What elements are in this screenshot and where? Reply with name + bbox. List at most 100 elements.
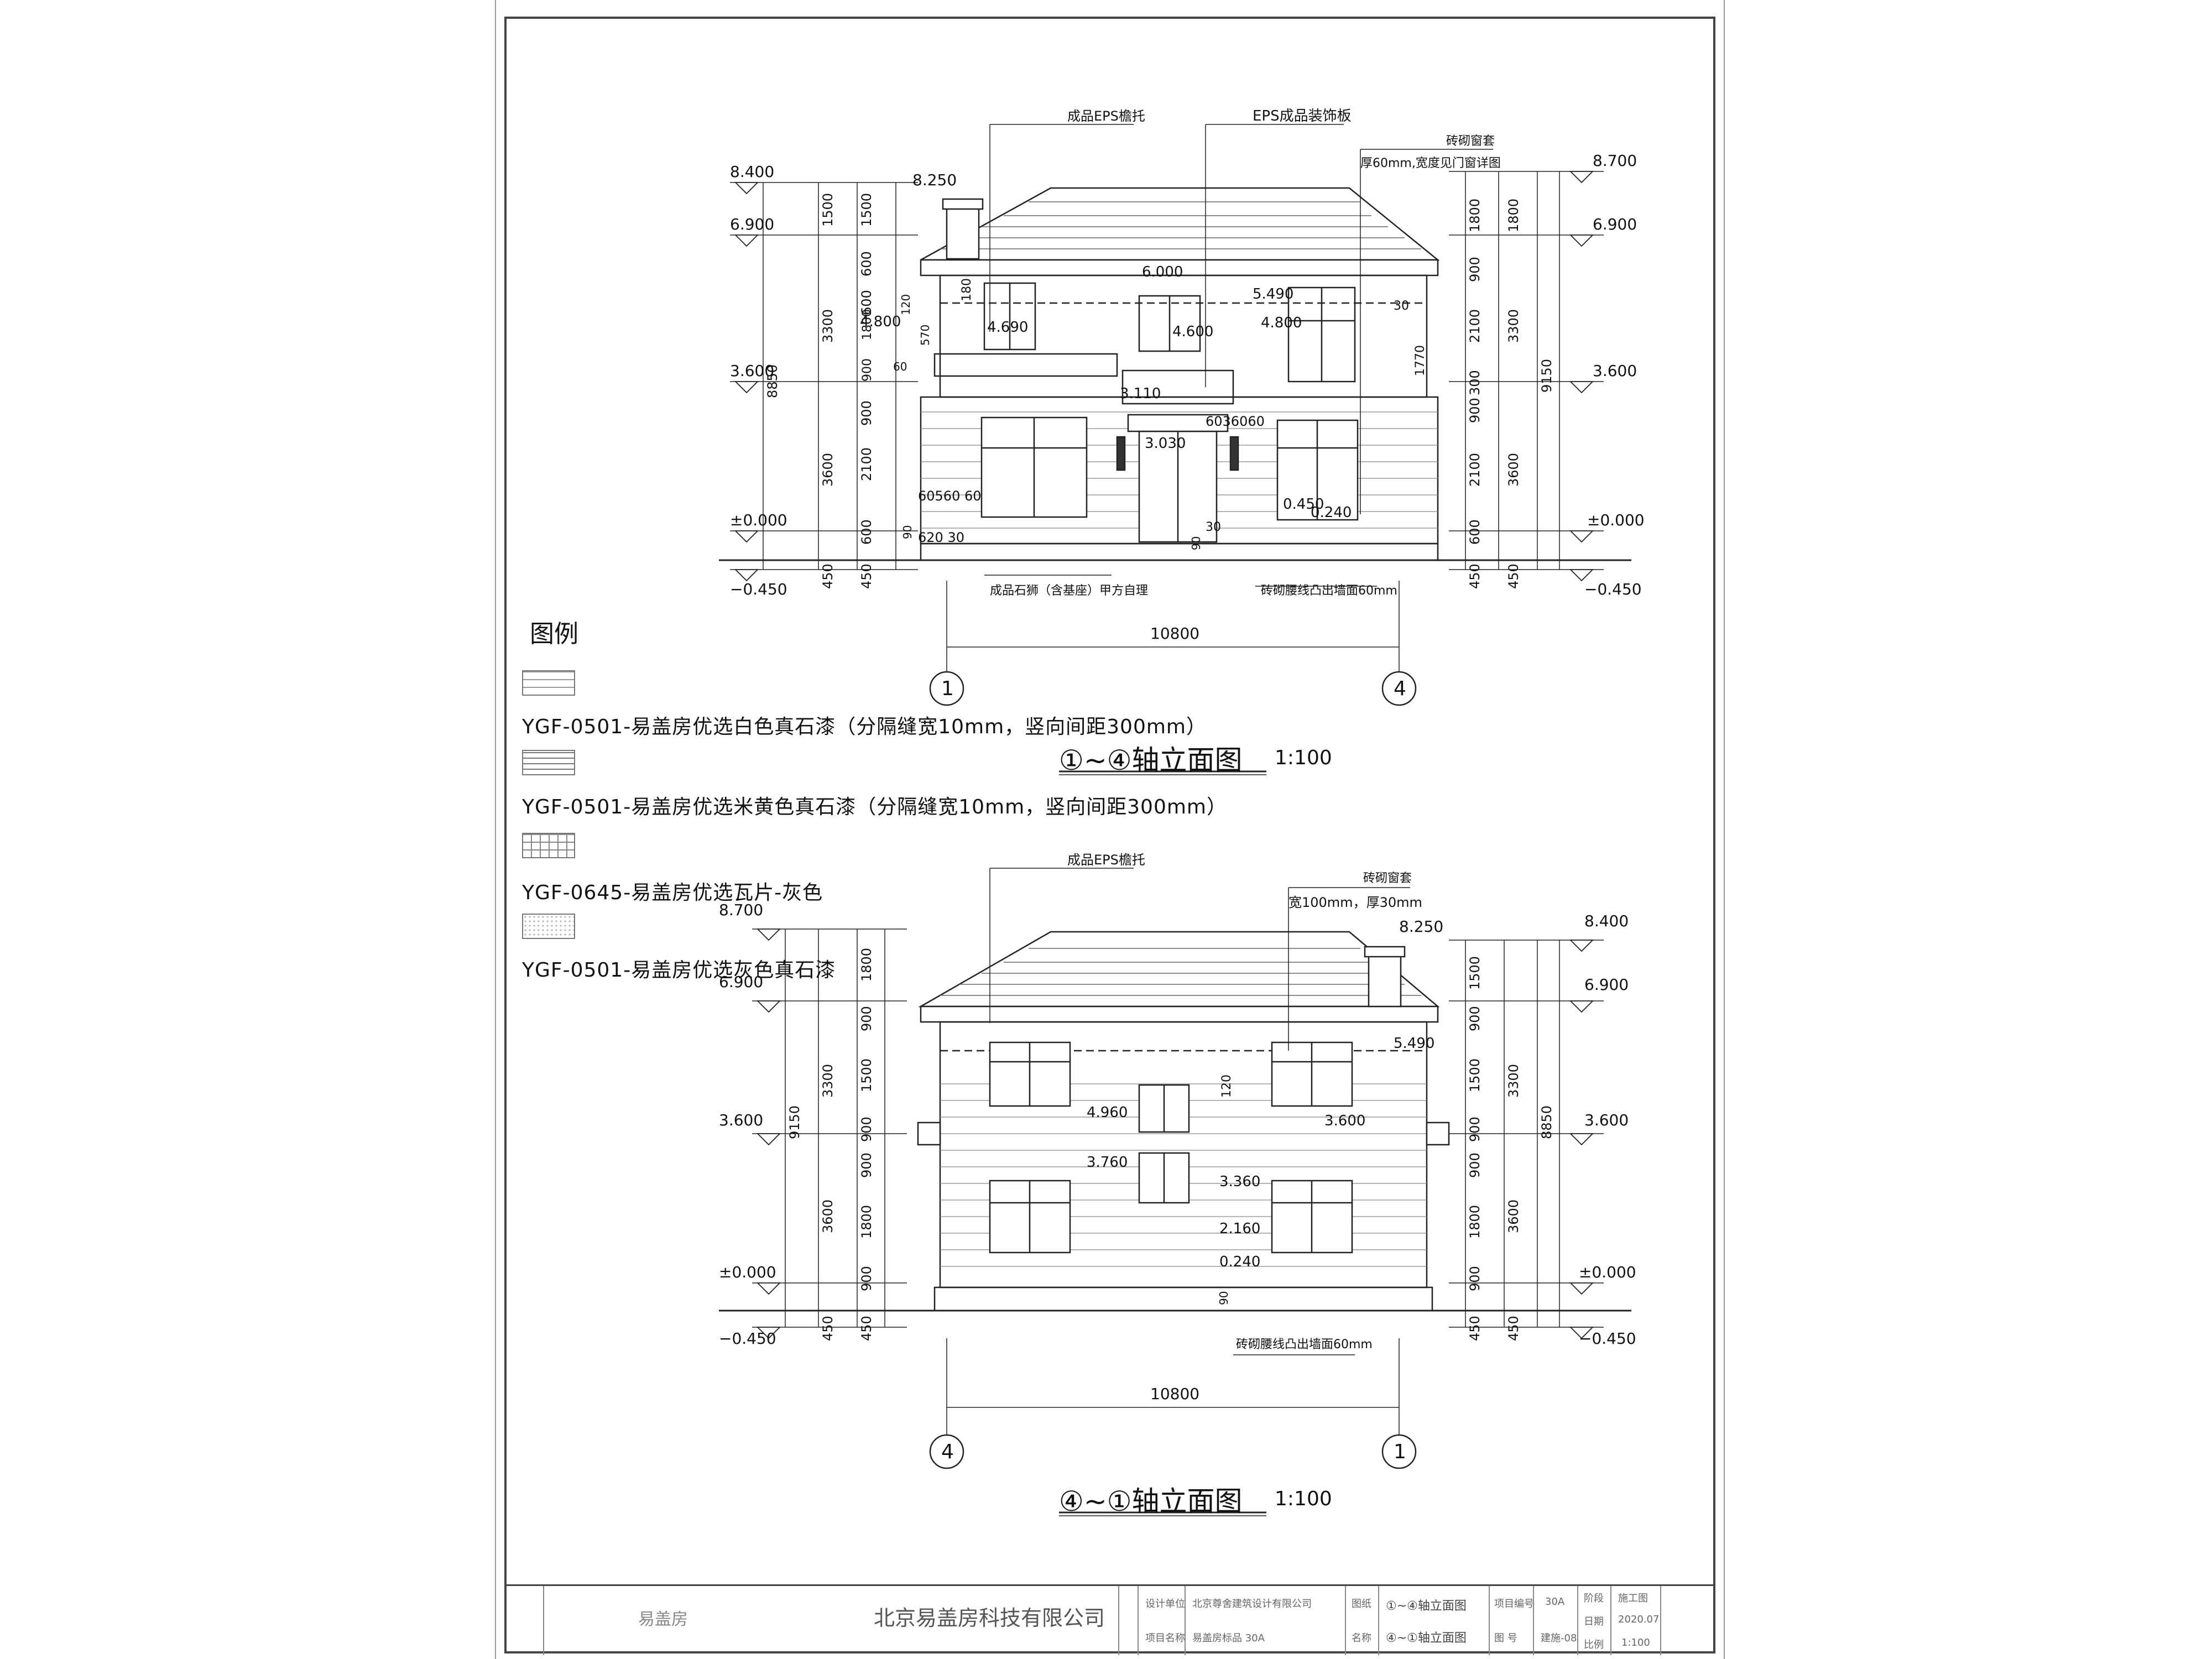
drawing-frame <box>504 17 1715 1653</box>
top-level-markers <box>734 171 1594 582</box>
bottom-overall-width: 10800 <box>1150 1385 1199 1403</box>
top-label-12: 570 <box>919 325 932 346</box>
tb-design-unit: 北京尊舍建筑设计有限公司 <box>1192 1598 1312 1610</box>
tb-date: 2020.07 <box>1618 1614 1660 1625</box>
top-label-16: 60560 60 <box>918 488 982 504</box>
bottom-view-title: ④~①轴立面图 <box>1059 1485 1243 1517</box>
bottom-dim-left-inner-3: 900 <box>859 1117 874 1142</box>
bottom-callout-leader-trim <box>1288 887 1410 1051</box>
top-dim-right-outer-0: 9150 <box>1539 359 1554 393</box>
top-callout-leader-eps-panel <box>1205 124 1344 387</box>
top-axis-right-label: 4 <box>1394 677 1406 700</box>
bottom-level-left-2: 3.600 <box>719 1111 763 1129</box>
top-label-13: 30 <box>1394 299 1409 313</box>
bottom-dim-right-mid-2: 450 <box>1506 1316 1521 1341</box>
top-axis-left-label: 1 <box>941 677 954 700</box>
top-label-18: 6036060 <box>1206 414 1265 429</box>
top-level-left-3: ±0.000 <box>730 511 787 529</box>
bottom-dim-left-mid-0: 3300 <box>820 1064 836 1098</box>
tb-sheet-label: 图 号 <box>1494 1632 1517 1644</box>
bottom-label-4: 3.360 <box>1219 1173 1260 1190</box>
bottom-dim-right-inner-1: 900 <box>1467 1006 1483 1031</box>
bottom-level-left-3: ±0.000 <box>719 1263 776 1281</box>
bottom-dim-left-inner-5: 1800 <box>859 1205 874 1239</box>
legend-title: 图例 <box>530 620 578 648</box>
top-label-2: 4.690 <box>987 319 1028 336</box>
top-eave <box>920 259 1439 276</box>
bottom-dim-right-mid-0: 3300 <box>1506 1064 1521 1098</box>
bottom-callout-belt: 砖砌腰线凸出墙面60mm <box>1236 1338 1373 1352</box>
bottom-axis-right-label: 1 <box>1394 1441 1406 1463</box>
top-view-scale: 1:100 <box>1275 747 1332 769</box>
bottom-label-0: 5.490 <box>1394 1035 1434 1052</box>
bottom-dim-left-inner-1: 900 <box>859 1006 874 1031</box>
bottom-callout-trim-note: 宽100mm，厚30mm <box>1288 895 1422 910</box>
bottom-label-5: 2.160 <box>1219 1220 1260 1237</box>
bottom-roof-tiles <box>940 948 1421 996</box>
top-plinth <box>920 542 1439 561</box>
sheet-outer-border <box>495 0 1725 1659</box>
bottom-label-7: 120 <box>1220 1074 1234 1098</box>
bottom-level-right-1: 6.900 <box>1584 975 1629 994</box>
top-dim-right-inner-4: 900 <box>1467 398 1483 423</box>
top-level-left-1: 6.900 <box>730 215 774 233</box>
top-dim-left-inner-6: 2100 <box>859 447 874 481</box>
top-dim-left-inner-4: 900 <box>860 358 874 382</box>
legend-swatch-roof-tile <box>522 833 575 858</box>
tb-project-label: 项目名称 <box>1145 1632 1185 1644</box>
bottom-level-markers <box>756 928 1594 1339</box>
top-dim-left-inner-5: 900 <box>859 400 874 426</box>
top-callout-leader-trim <box>1360 149 1493 514</box>
top-dim-right-inner-0: 1800 <box>1467 199 1483 232</box>
top-chimney <box>946 202 980 260</box>
bottom-dim-left-inner-7: 450 <box>859 1316 874 1341</box>
bottom-dim-right-inner-0: 1500 <box>1467 956 1483 990</box>
bottom-callout-eps-cornice: 成品EPS檐托 <box>1067 852 1145 868</box>
top-label-21: 90 <box>1190 536 1203 550</box>
top-callout-trim-note: 厚60mm,宽度见门窗详图 <box>1360 156 1501 170</box>
top-label-11: 120 <box>899 294 912 315</box>
top-label-7: 3.030 <box>1145 435 1186 452</box>
bottom-callout-trim: 砖砌窗套 <box>1363 872 1412 885</box>
tb-sheet-no: 建施-08 <box>1541 1632 1577 1644</box>
top-lamp-left <box>1116 436 1126 471</box>
bottom-axis-bubble-left <box>929 1434 964 1469</box>
bottom-chimney-level: 8.250 <box>1399 917 1443 936</box>
top-label-17: 620 30 <box>918 530 964 545</box>
top-label-4: 4.800 <box>860 314 901 330</box>
tb-project-no: 30A <box>1545 1596 1565 1608</box>
top-lamp-right <box>1229 436 1239 471</box>
tb-scale: 1:100 <box>1621 1637 1650 1648</box>
top-dim-right-inner-7: 450 <box>1467 564 1483 589</box>
top-label-20: 30 <box>1206 520 1221 534</box>
bottom-dim-left-inner-6: 900 <box>859 1266 874 1291</box>
top-dim-left-inner-2: 600 <box>859 290 874 315</box>
top-dim-right-inner-2: 2100 <box>1467 309 1483 343</box>
top-callout-eps-cornice: 成品EPS檐托 <box>1067 108 1145 124</box>
top-dim-right-inner-1: 900 <box>1467 257 1483 282</box>
top-dim-lines-left <box>730 182 918 570</box>
top-label-0: 6.000 <box>1142 264 1183 280</box>
top-dim-right-inner-5: 2100 <box>1467 453 1483 487</box>
top-dim-left-inner-7: 600 <box>859 519 874 545</box>
top-label-8: 0.450 <box>1283 496 1324 513</box>
tb-stage-label: 阶段 <box>1584 1593 1604 1604</box>
top-label-3: 4.600 <box>1172 324 1213 340</box>
top-level-left-4: −0.450 <box>730 580 787 598</box>
tb-project: 易盖房标品 30A <box>1192 1632 1265 1644</box>
legend-item-2: YGF-0645-易盖房优选瓦片-灰色 <box>522 881 823 904</box>
top-dim-left-mid-0: 1500 <box>820 193 836 227</box>
tb-company-name: 北京易盖房科技有限公司 <box>874 1606 1105 1630</box>
top-callout-leader-eps-cornice <box>989 124 1134 332</box>
bottom-level-right-4: −0.450 <box>1579 1329 1636 1348</box>
top-dim-right-inner-6: 600 <box>1467 519 1483 545</box>
title-block: 易盖房 设计单位 项目名称 北京尊舍建筑设计有限公司 易盖房标品 30A 图纸 … <box>504 1584 1715 1655</box>
top-dim-left-mid-3: 450 <box>820 564 836 589</box>
top-label-10: 180 <box>960 278 974 301</box>
legend-swatch-white-paint <box>522 670 575 696</box>
top-label-19: 90 <box>901 525 914 539</box>
bottom-label-8: 90 <box>1217 1291 1230 1305</box>
bottom-chimney <box>1368 950 1402 1008</box>
tb-drawing-name-2: ④~①轴立面图 <box>1386 1631 1467 1645</box>
bottom-dim-right-inner-2: 1500 <box>1467 1058 1483 1092</box>
